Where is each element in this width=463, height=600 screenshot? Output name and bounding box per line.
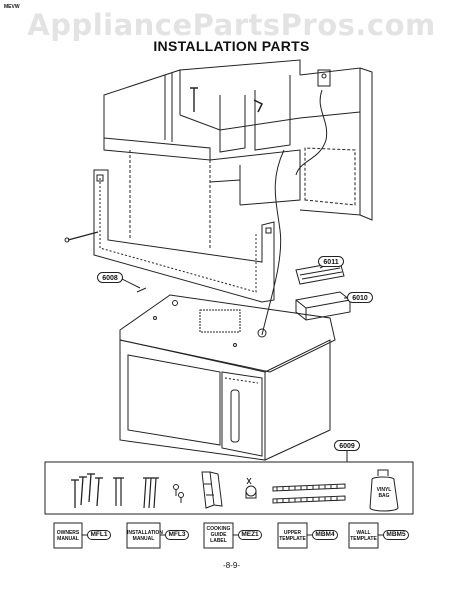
callout-6011: 6011 [318, 256, 344, 267]
manual-code-owners: MFL1 [87, 530, 111, 540]
screw-icon [64, 87, 198, 293]
cord-clamp-icon [245, 477, 257, 499]
manual-label-upper-template: UPPER TEMPLATE [279, 530, 306, 542]
watermark: AppliancePartsPros.com [27, 8, 436, 42]
page-number: -8-9- [223, 561, 240, 570]
manual-code-installation: MFL3 [165, 530, 189, 540]
corner-code: MEVW [4, 4, 20, 10]
vinyl-bag-icon [369, 469, 399, 512]
anchor-screw-icon [71, 473, 103, 508]
vinyl-bag-label: VINYL BAG [376, 487, 392, 499]
callout-6009: 6009 [334, 440, 360, 451]
wood-screw-icon [143, 477, 159, 509]
toggle-bolt-icon [113, 477, 124, 506]
manual-boxes [53, 522, 383, 549]
template-strip-icon [272, 483, 346, 504]
upper-cabinet-drawing [103, 59, 373, 250]
hook-icon [253, 99, 264, 113]
manual-label-installation: INSTALLATION MANUAL [127, 530, 163, 542]
manual-code-cooking-guide: MEZ1 [238, 530, 262, 540]
callout-6008: 6008 [97, 272, 123, 283]
manual-code-wall-template: MBM5 [383, 530, 409, 540]
filler-strip-drawing [295, 261, 351, 321]
wall-outlet-drawing [295, 69, 331, 176]
manual-label-wall-template: WALL TEMPLATE [350, 530, 377, 542]
mounting-plate-drawing [93, 169, 275, 303]
bracket-clip-icon [201, 471, 223, 509]
power-cord-drawing [261, 149, 285, 336]
microwave-drawing [119, 294, 336, 461]
installation-kit-box [44, 461, 414, 515]
manual-label-cooking-guide: COOKING GUIDE LABEL [206, 526, 231, 544]
callout-6010: 6010 [347, 292, 373, 303]
manual-code-upper-template: MBM4 [312, 530, 338, 540]
small-screw-icon [173, 484, 184, 503]
page-title: INSTALLATION PARTS [153, 38, 310, 54]
manual-label-owners: OWNERS MANUAL [56, 530, 80, 542]
